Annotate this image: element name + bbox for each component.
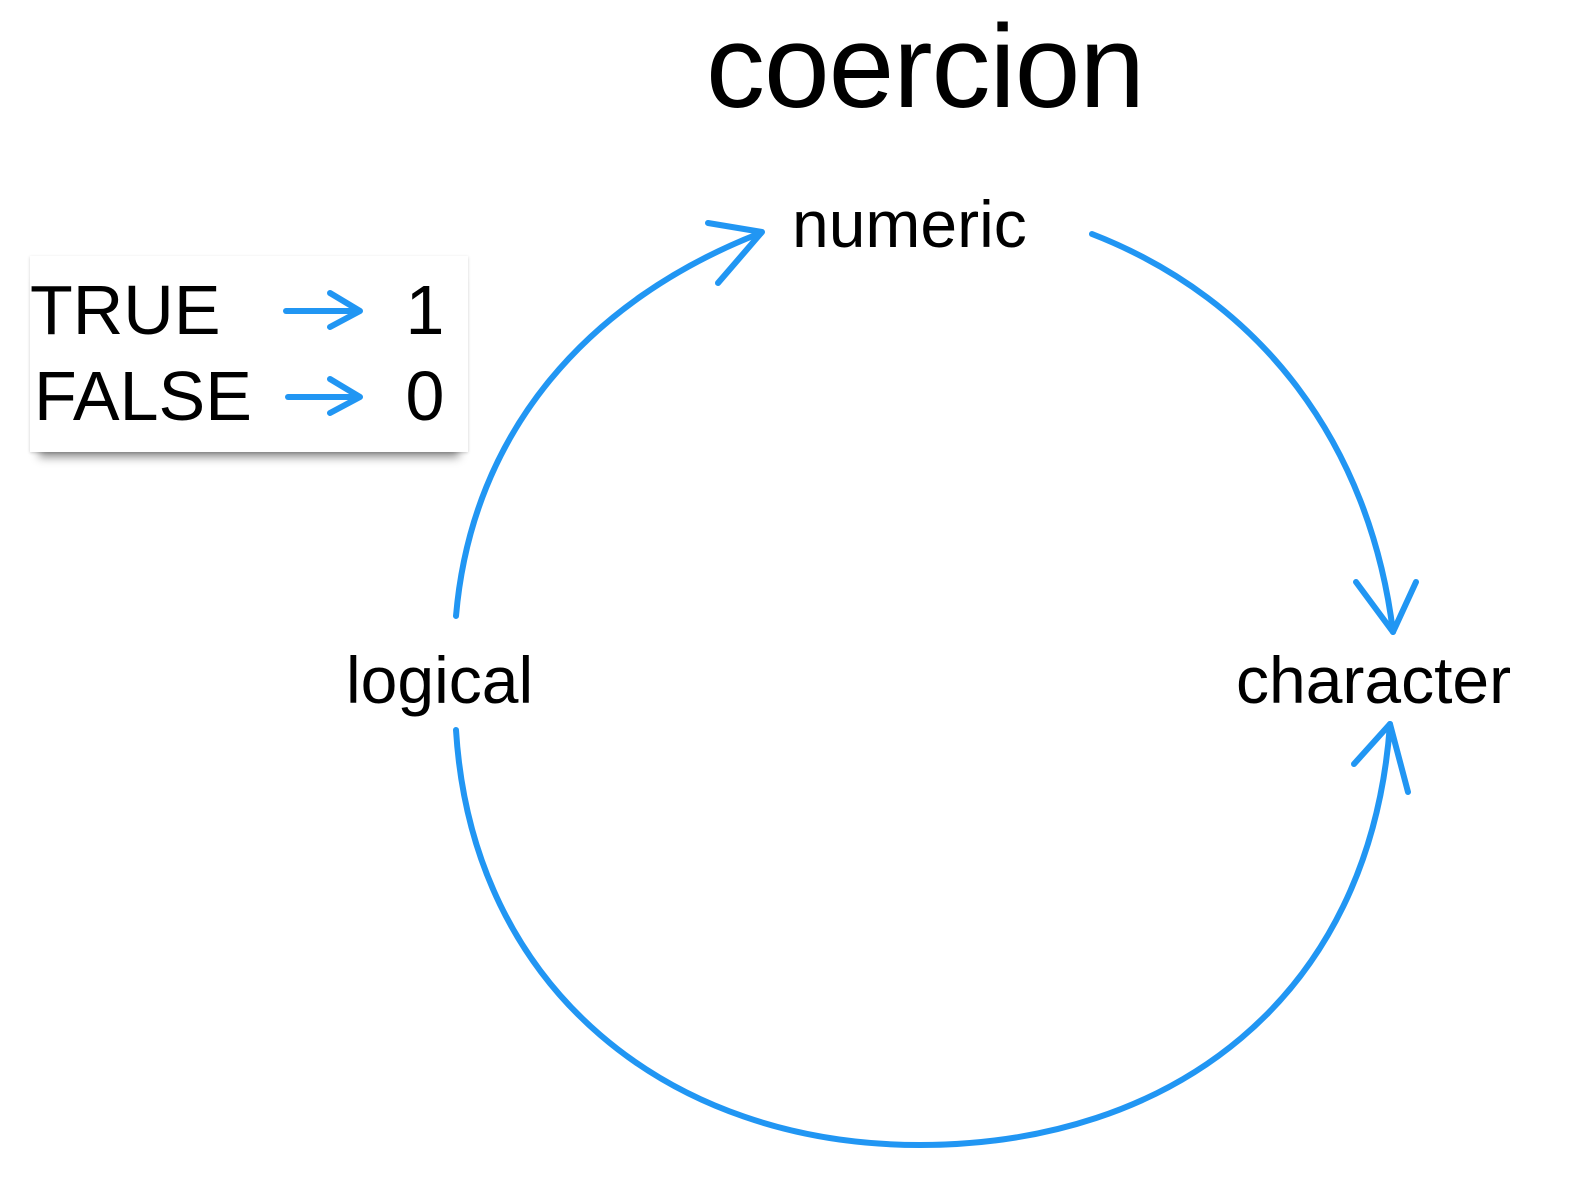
- right-arrow-icon: [285, 376, 363, 416]
- legend-row-false: FALSE 0: [30, 352, 468, 440]
- node-numeric: numeric: [792, 187, 1027, 261]
- node-character: character: [1236, 643, 1512, 717]
- diagram-title: coercion: [705, 1, 1145, 133]
- logical-to-numeric-legend: TRUE 1 FALSE 0: [30, 256, 468, 452]
- legend-false-value: 0: [405, 357, 445, 435]
- legend-row-true: TRUE 1: [30, 266, 468, 354]
- edge-logical-to-character: [453, 721, 1411, 1148]
- edge-numeric-to-character: [1089, 231, 1419, 635]
- right-arrow-icon: [283, 290, 363, 330]
- legend-true-label: TRUE: [30, 271, 221, 349]
- edge-logical-to-numeric: [453, 220, 765, 619]
- legend-true-value: 1: [405, 271, 445, 349]
- legend-false-label: FALSE: [34, 357, 252, 435]
- node-logical: logical: [346, 643, 534, 717]
